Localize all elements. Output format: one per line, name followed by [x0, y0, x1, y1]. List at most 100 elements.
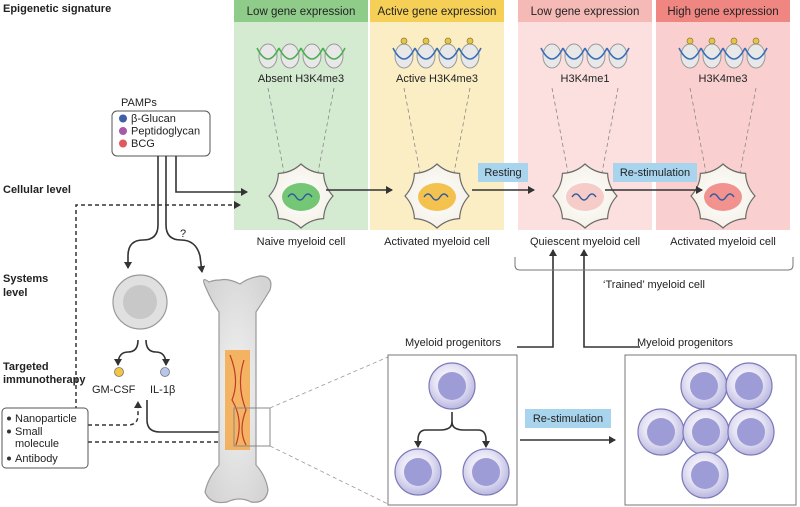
- dna-strand: [540, 47, 564, 60]
- cell-label-1: Activated myeloid cell: [384, 236, 490, 248]
- methyl-mark: [422, 37, 430, 45]
- methyl-mark: [400, 37, 408, 45]
- cell-label-0: Naive myeloid cell: [257, 236, 346, 248]
- therapy-bullet: [7, 429, 11, 434]
- progenitor-nucleus: [472, 458, 500, 486]
- dna-helix-icon: [571, 193, 597, 201]
- nucleosome: [324, 43, 344, 69]
- zoom-line: [600, 87, 619, 179]
- zoom-line-bottom: [269, 445, 389, 505]
- cell-label-2: Quiescent myeloid cell: [530, 236, 640, 248]
- chromatin-0: [256, 43, 346, 69]
- pamp-dot-0: [119, 114, 127, 123]
- nucleosome: [586, 43, 606, 69]
- therapy-to-cytokine-dashed-arrow: [88, 401, 142, 426]
- dna-helix-icon: [287, 193, 313, 201]
- nucleosome: [542, 43, 562, 69]
- gmcsf-dot: [114, 367, 124, 377]
- progenitor-nucleus: [647, 418, 675, 446]
- chromatin-3: [678, 37, 768, 69]
- dna-strand: [256, 47, 280, 60]
- bone-zoom-box: [233, 407, 271, 447]
- dna-strand: [584, 47, 608, 60]
- histone-mark-0: Absent H3K4me3: [258, 73, 344, 85]
- pamps-box: [111, 110, 211, 157]
- dna-strand: [700, 47, 724, 60]
- restim-bottom-label: Re-stimulation: [533, 413, 603, 425]
- pamp-item-1: Peptidoglycan: [131, 126, 200, 138]
- restim-label-box: [613, 163, 697, 182]
- progenitor-split-arrow-right: [451, 421, 490, 448]
- dna-strand: [392, 47, 416, 60]
- pamps-to-naive-arrow: [175, 156, 248, 196]
- epigenetic-signature-label: Epigenetic signature: [3, 3, 111, 15]
- targeted-label-2: immunotherapy: [3, 374, 86, 386]
- pamp-item-0: β-Glucan: [131, 113, 176, 125]
- column-header-0: Low gene expression: [247, 6, 356, 18]
- column-header-bg-0: [234, 0, 368, 22]
- il1b-dot: [160, 367, 170, 377]
- dna-strand: [722, 47, 746, 60]
- dna-strand: [278, 47, 302, 60]
- zoom-line: [452, 87, 471, 179]
- column-header-bg-3: [656, 0, 790, 22]
- trained-bracket: [514, 257, 794, 271]
- column-header-bg-1: [370, 0, 504, 22]
- cytokine-to-bone-arrow: [146, 400, 233, 436]
- progenitor-nucleus: [735, 372, 763, 400]
- pamp-dot-2: [119, 139, 127, 148]
- progenitor-split-arrow-left: [414, 412, 453, 448]
- dna-helix-icon: [423, 193, 449, 201]
- restim-bottom-label-box: [525, 409, 611, 428]
- stem-cell-nucleus: [123, 285, 157, 319]
- bone-marrow: [225, 350, 250, 450]
- systems-level-label-2: level: [3, 287, 27, 299]
- progenitor-nucleus: [438, 372, 466, 400]
- column-header-bg-2: [518, 0, 652, 22]
- therapy-bullet: [7, 416, 11, 421]
- to-stem-arrow: [124, 200, 159, 269]
- histone-mark-1: Active H3K4me3: [396, 73, 478, 85]
- progenitor-nucleus: [692, 418, 720, 446]
- column-header-2: Low gene expression: [531, 6, 640, 18]
- trained-label: ‘Trained’ myeloid cell: [603, 279, 705, 291]
- bone-marrow-vessels: [229, 354, 247, 446]
- chromatin-2: [540, 43, 630, 69]
- zoom-line: [267, 87, 286, 179]
- cell-nucleus-2: [566, 183, 604, 211]
- zoom-line: [738, 87, 757, 179]
- progenitor-up-arrow-right: [580, 249, 640, 348]
- therapy-item-3: Antibody: [15, 453, 58, 465]
- methyl-mark: [752, 37, 760, 45]
- cellular-level-label: Cellular level: [3, 184, 71, 196]
- gmcsf-label: GM-CSF: [92, 384, 136, 396]
- therapy-bullet: [7, 456, 11, 461]
- resting-label-box: [478, 163, 528, 182]
- progenitor-nucleus: [737, 418, 765, 446]
- progenitor-nucleus: [691, 461, 719, 489]
- pamp-dot-1: [119, 127, 127, 135]
- dna-strand: [606, 47, 630, 60]
- pamp-item-2: BCG: [131, 138, 155, 150]
- column-header-3: High gene expression: [667, 6, 778, 18]
- il1b-label: IL-1β: [150, 384, 175, 396]
- resting-label: Resting: [484, 167, 521, 179]
- histone-mark-3: H3K4me3: [699, 73, 748, 85]
- question-mark: ?: [180, 228, 186, 240]
- methyl-mark: [444, 37, 452, 45]
- nucleosome: [608, 43, 628, 69]
- zoom-line: [403, 87, 422, 179]
- chromatin-1: [392, 37, 482, 69]
- therapy-feedback-dashed-arrow: [75, 201, 241, 410]
- stem-to-il1b-arrow: [145, 339, 170, 366]
- progenitor-nucleus: [690, 372, 718, 400]
- histone-mark-2: H3K4me1: [561, 73, 610, 85]
- to-bone-arrow: [165, 200, 206, 273]
- methyl-mark: [466, 37, 474, 45]
- progenitor-up-arrow-left: [517, 249, 557, 348]
- dna-strand: [300, 47, 324, 60]
- nucleosome: [302, 43, 322, 69]
- dna-strand: [414, 47, 438, 60]
- cell-nucleus-3: [704, 183, 742, 211]
